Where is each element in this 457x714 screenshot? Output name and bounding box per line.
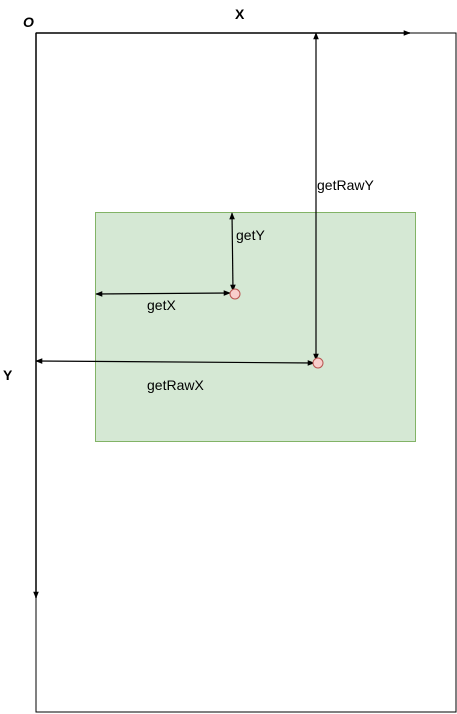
touch-point-raw xyxy=(312,357,324,369)
get-raw-x-arrow xyxy=(35,358,315,366)
origin-label: O xyxy=(23,14,34,30)
get-y-arrow xyxy=(229,212,236,292)
get-raw-x-label: getRawX xyxy=(147,377,204,393)
get-y-label: getY xyxy=(236,227,265,243)
y-axis-label: Y xyxy=(3,367,13,383)
view-rect xyxy=(95,212,416,442)
get-x-label: getX xyxy=(147,297,176,313)
touch-point-local xyxy=(229,288,241,300)
x-axis-label: X xyxy=(235,6,245,22)
get-raw-y-label: getRawY xyxy=(317,177,374,193)
get-x-arrow xyxy=(95,290,231,297)
